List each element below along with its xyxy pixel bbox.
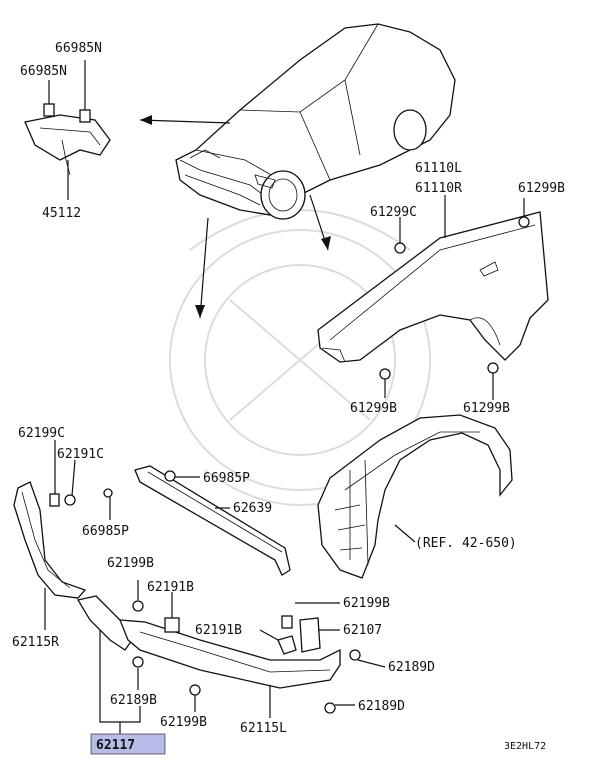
label-62199b-bottom: 62199B bbox=[160, 715, 207, 730]
highlight-box-62117 bbox=[90, 733, 166, 755]
bumper-lip-62117 bbox=[76, 595, 133, 651]
car-illustration bbox=[175, 23, 456, 220]
label-66985p-right: 66985P bbox=[203, 471, 250, 486]
label-62189d-top: 62189D bbox=[388, 660, 435, 675]
small-fasteners-left bbox=[49, 488, 113, 507]
mid-clips bbox=[132, 600, 361, 714]
label-62191b-right: 62191B bbox=[195, 623, 242, 638]
label-62639: 62639 bbox=[233, 501, 272, 516]
reference-label: (REF. 42-650) bbox=[415, 536, 517, 551]
diagram-code: 3E2HL72 bbox=[504, 741, 546, 752]
label-62107: 62107 bbox=[343, 623, 382, 638]
label-62199b-mid: 62199B bbox=[107, 556, 154, 571]
label-62115l: 62115L bbox=[240, 721, 287, 736]
label-66985n-top: 66985N bbox=[55, 41, 102, 56]
label-62189b: 62189B bbox=[110, 693, 157, 708]
label-45112: 45112 bbox=[42, 206, 81, 221]
fender-61110 bbox=[317, 211, 549, 363]
fender-bolts bbox=[379, 216, 530, 380]
label-62189d-bottom: 62189D bbox=[358, 699, 405, 714]
label-62199b-right: 62199B bbox=[343, 596, 390, 611]
label-62199c: 62199C bbox=[18, 426, 65, 441]
label-62191b-mid: 62191B bbox=[147, 580, 194, 595]
label-62115r: 62115R bbox=[12, 635, 59, 650]
wheel-liner bbox=[317, 414, 513, 579]
bumper-end-62115r bbox=[13, 481, 87, 599]
label-61299b-left: 61299B bbox=[350, 401, 397, 416]
label-61110l: 61110L bbox=[415, 161, 462, 176]
label-61299b-top: 61299B bbox=[518, 181, 565, 196]
label-62191c: 62191C bbox=[57, 447, 104, 462]
label-66985p-left: 66985P bbox=[82, 524, 129, 539]
label-61299c: 61299C bbox=[370, 205, 417, 220]
label-62117-highlighted[interactable]: 62117 bbox=[96, 738, 135, 753]
bumper-lip-62115l bbox=[119, 619, 341, 689]
bracket-45112 bbox=[24, 60, 111, 200]
reinforcement-62639 bbox=[134, 465, 291, 576]
label-61110r: 61110R bbox=[415, 181, 462, 196]
label-61299b-right: 61299B bbox=[463, 401, 510, 416]
pointer-arrows bbox=[139, 115, 331, 319]
label-66985n: 66985N bbox=[20, 64, 67, 79]
